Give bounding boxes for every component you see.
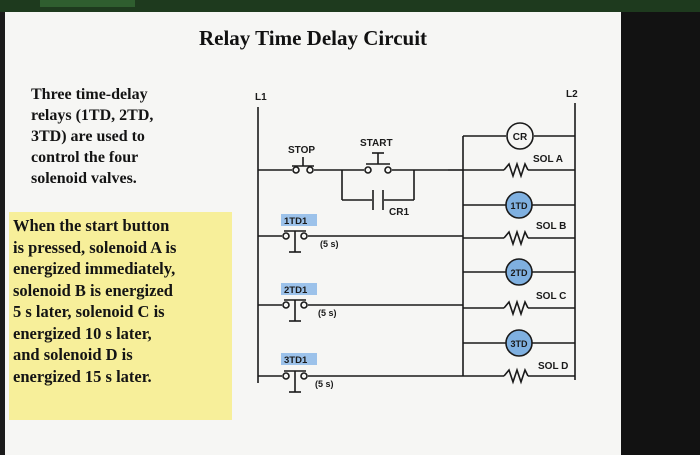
top-window-bar [0,0,700,12]
contact-2-label: 2TD1 [284,285,308,296]
sol-a-label: SOL A [533,154,563,165]
coil-1td-icon [505,191,533,219]
delay-1-label: (5 s) [320,239,339,249]
coil-3td-icon [505,329,533,357]
rail-l2-label: L2 [566,89,578,100]
coil-3-label: 3TD [510,339,528,349]
coil-2td-icon [505,258,533,286]
coil-2-label: 2TD [510,268,528,278]
contact-3-label-bg [281,353,317,365]
rail-l1-label: L1 [255,92,267,103]
delay-3-label: (5 s) [315,379,334,389]
coil-1-label: 1TD [510,201,528,211]
contact-3-label: 3TD1 [284,355,308,366]
solenoid-b-icon [503,229,529,247]
cr-coil-icon [506,122,534,150]
top-tab [40,0,135,7]
cr-coil-label: CR [513,132,528,143]
solenoid-c-icon [503,299,529,317]
contact-1-label-bg [281,214,317,226]
delay-2-label: (5 s) [318,308,337,318]
screen-bezel [621,12,700,455]
sol-b-label: SOL B [536,221,566,232]
holding-contact-label: CR1 [389,207,409,218]
solenoid-a-icon [503,161,529,179]
slide-title: Relay Time Delay Circuit [198,26,428,50]
stop-label: STOP [288,145,315,156]
start-label: START [360,138,393,149]
solenoid-d-icon [503,367,529,385]
sol-c-label: SOL C [536,291,566,302]
contact-1-label: 1TD1 [284,216,308,227]
highlighted-explanation: When the start button is pressed, soleno… [9,212,232,420]
contact-2-label-bg [281,283,317,295]
sol-d-label: SOL D [538,361,568,372]
description-text: Three time-delay relays (1TD, 2TD, 3TD) … [31,86,154,187]
slide: Relay Time Delay Circuit Three time-dela… [5,12,621,455]
